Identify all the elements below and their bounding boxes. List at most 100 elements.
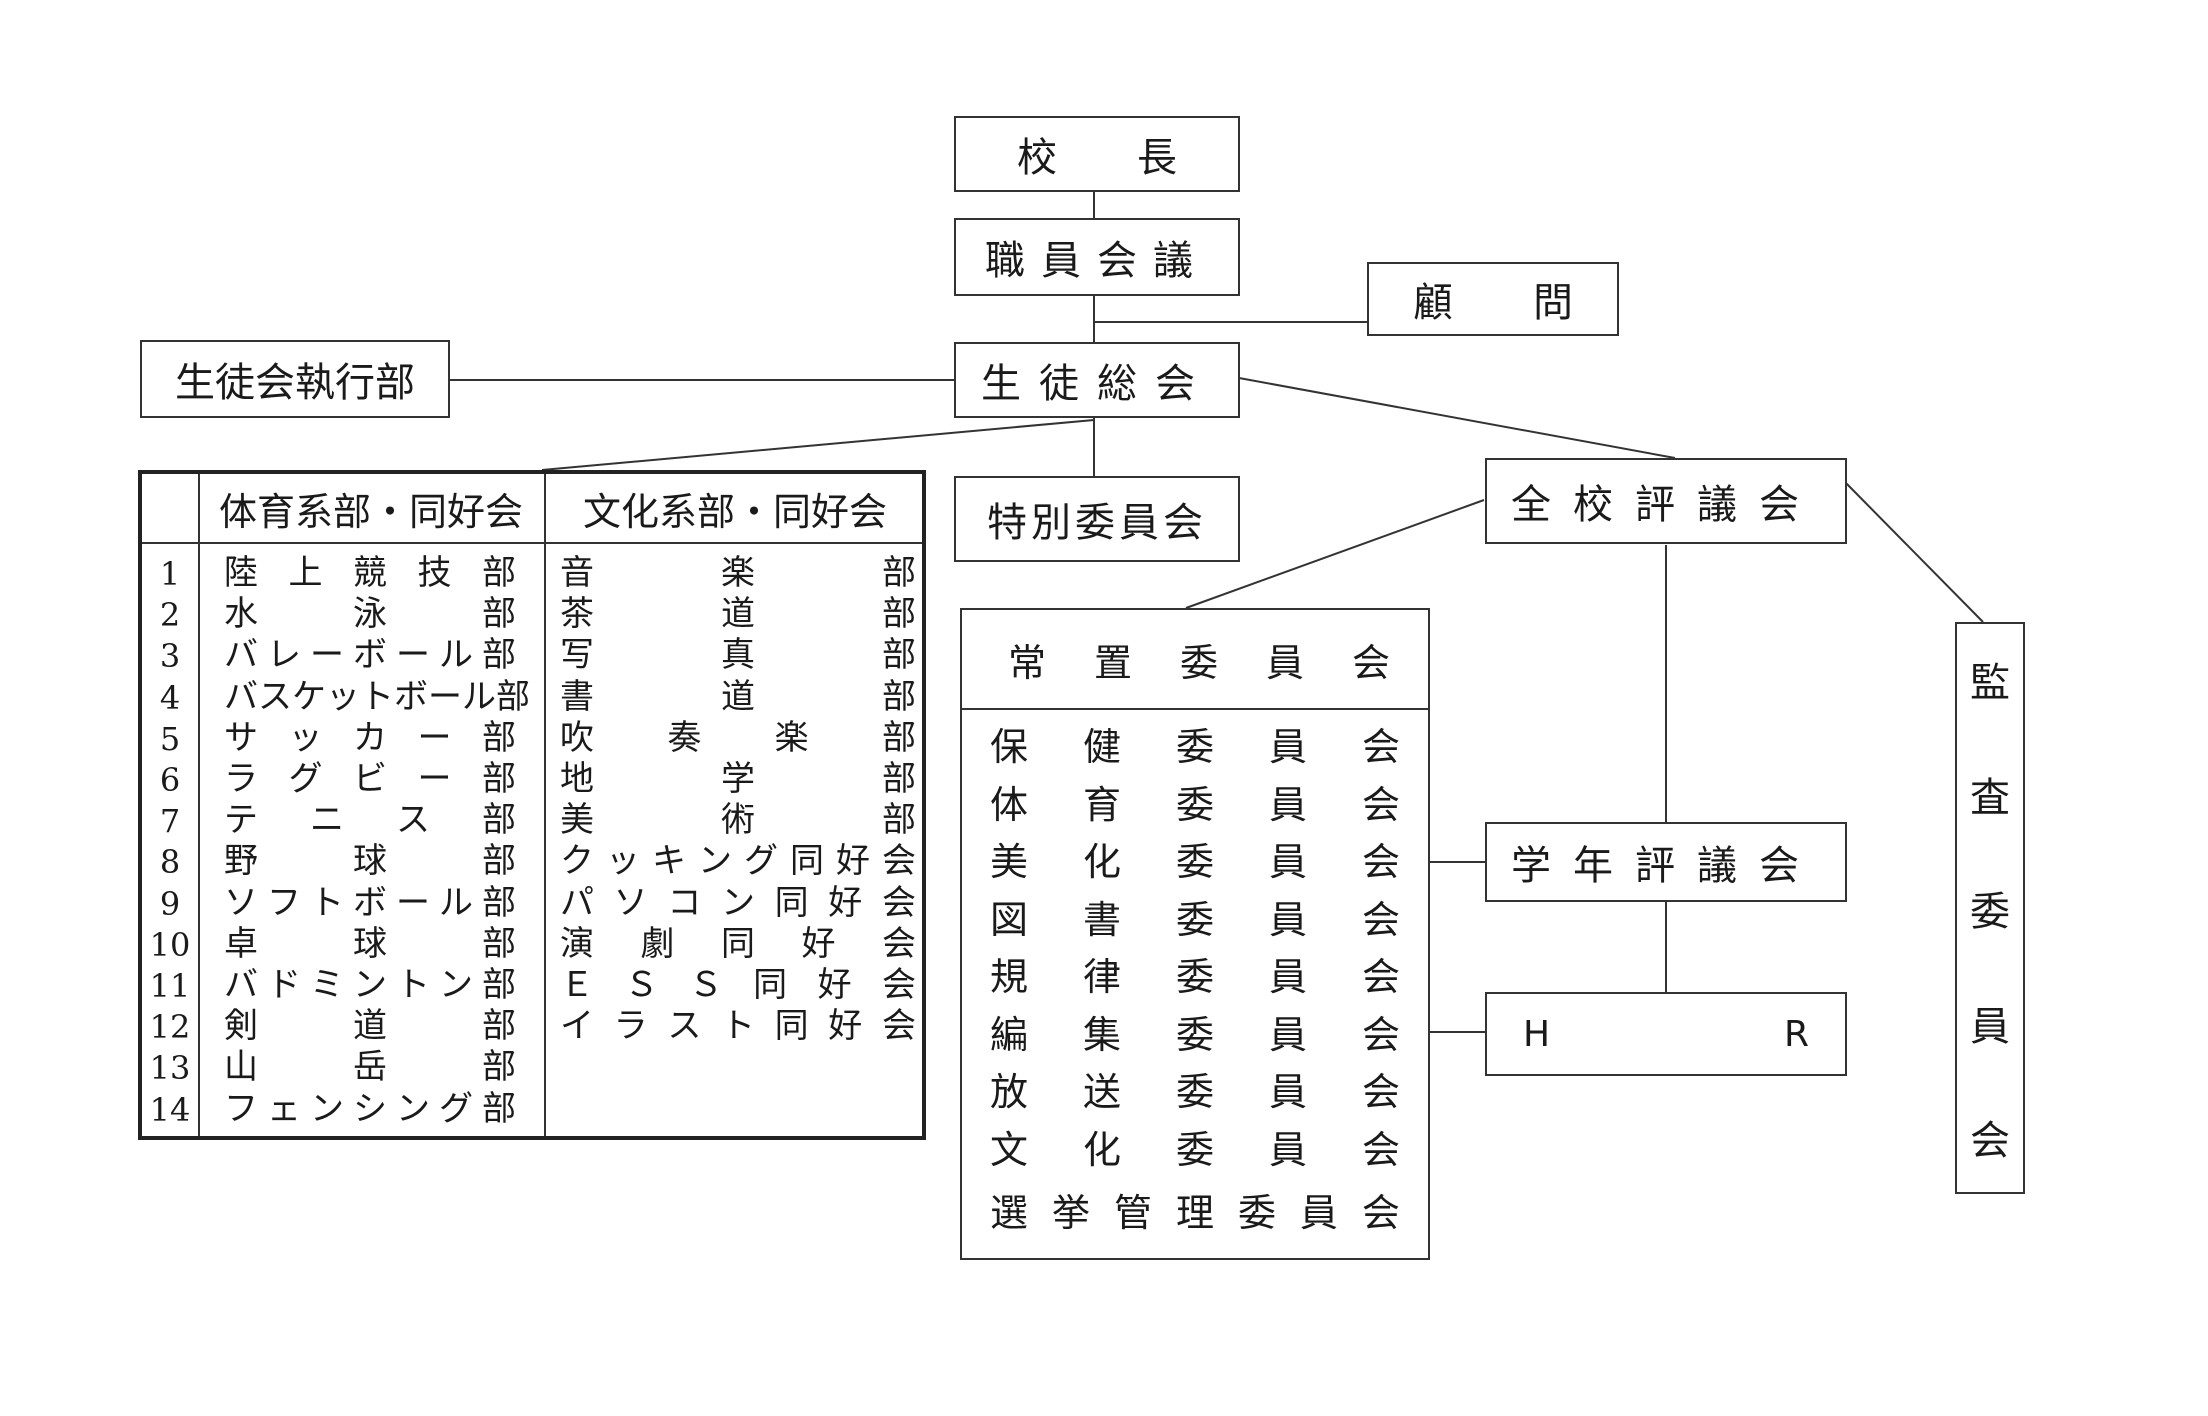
standing-item-char: 編 <box>990 1012 1029 1057</box>
standing-committee-item: 規律委員会 <box>990 958 1400 996</box>
club-char: 美 <box>560 800 594 841</box>
club-char: ン <box>439 965 473 1005</box>
club-char: フ <box>267 882 301 923</box>
culture-club-name: パソコン同好会 <box>560 886 916 920</box>
homeroom-letter-h: H <box>1523 1013 1551 1055</box>
standing-item-char: 律 <box>1082 955 1121 999</box>
club-char: 楽 <box>721 553 755 593</box>
club-char: バ <box>224 676 258 717</box>
club-char: 競 <box>353 553 387 593</box>
row-number: 13 <box>149 1049 191 1088</box>
standing-item-char: 理 <box>1175 1191 1214 1235</box>
sports-header: 体育系部・同好会 <box>218 489 523 534</box>
sports-club-name: ラグビー部 <box>224 762 516 796</box>
standing-item-char: 会 <box>1361 782 1400 827</box>
club-char: 部 <box>482 635 516 676</box>
standing-item-char: 員 <box>1268 955 1307 999</box>
club-char: 部 <box>482 800 516 841</box>
club-char: ラ <box>224 759 258 799</box>
club-char: ッ <box>288 717 323 758</box>
club-char: 水 <box>224 594 258 635</box>
club-char: テ <box>224 800 258 841</box>
culture-club-name: 写真部 <box>560 638 916 672</box>
standing-item-char: 員 <box>1268 725 1307 769</box>
standing-item-char: 委 <box>1175 1012 1214 1057</box>
staff-meeting-box: 職員会議 <box>954 218 1240 296</box>
standing-committee-item: 保健委員会 <box>990 728 1400 766</box>
grade-council-box: 学年評議会 <box>1485 822 1847 902</box>
standing-item-char: 化 <box>1082 1127 1121 1172</box>
standing-item-char: 会 <box>1361 1070 1400 1114</box>
sports-club-name: サッカー部 <box>224 721 516 755</box>
club-char: 会 <box>882 923 916 964</box>
audit-char: 会 <box>1970 1118 2010 1164</box>
club-char: 部 <box>882 594 916 635</box>
club-char: 会 <box>882 841 916 882</box>
row-number: 4 <box>159 678 181 717</box>
club-char: ェ <box>267 1088 301 1129</box>
club-char: ル <box>439 635 473 676</box>
standing-title-char: 置 <box>1093 641 1132 685</box>
club-char: 部 <box>882 553 916 593</box>
sports-club-name: 陸上競技部 <box>224 556 516 590</box>
row-number: 10 <box>149 925 191 964</box>
club-char: 野 <box>224 841 258 882</box>
standing-item-char: 委 <box>1175 840 1214 884</box>
club-char: カ <box>353 717 387 758</box>
club-char: ソ <box>224 882 258 923</box>
culture-header: 文化系部・同好会 <box>582 489 887 534</box>
club-char: 部 <box>482 841 516 882</box>
club-char: ー <box>428 676 462 717</box>
club-char: 奏 <box>667 717 702 758</box>
table-divider <box>544 474 546 1136</box>
standing-item-char: 員 <box>1268 840 1307 884</box>
club-char: 同 <box>721 923 755 964</box>
culture-club-name: 茶道部 <box>560 597 916 631</box>
standing-item-char: 員 <box>1268 782 1307 827</box>
standing-item-char: 体 <box>990 782 1029 827</box>
executive-box: 生徒会執行部 <box>140 340 450 418</box>
club-char: 吹 <box>560 717 594 758</box>
club-char: ト <box>396 965 430 1005</box>
standing-item-char: 委 <box>1175 955 1214 999</box>
club-char: 部 <box>482 1088 516 1129</box>
club-char: 岳 <box>353 1047 387 1088</box>
row-number: 11 <box>149 967 191 1005</box>
club-char: ニ <box>310 800 344 841</box>
school-council-label: 全校評議会 <box>1511 482 1821 528</box>
standing-item-char: 会 <box>1361 1012 1400 1057</box>
audit-char: 委 <box>1970 889 2010 935</box>
standing-item-char: 委 <box>1175 897 1214 942</box>
sports-club-name: 野球部 <box>224 844 516 878</box>
club-char: バ <box>224 635 258 676</box>
executive-label: 生徒会執行部 <box>175 360 415 406</box>
standing-title-char: 員 <box>1265 641 1304 685</box>
club-char: 部 <box>482 882 516 923</box>
club-char: ン <box>720 882 755 923</box>
club-char: キ <box>652 841 686 882</box>
standing-item-char: 委 <box>1175 725 1214 769</box>
standing-item-char: 化 <box>1082 840 1121 884</box>
club-char: ン <box>353 965 387 1005</box>
club-char: 楽 <box>774 717 809 758</box>
row-number: 7 <box>159 802 181 841</box>
club-char: Ｓ <box>624 965 659 1005</box>
club-char: 泳 <box>353 594 387 635</box>
club-char: 劇 <box>640 923 675 964</box>
standing-item-char: 図 <box>990 897 1029 942</box>
club-char: 部 <box>482 594 516 635</box>
club-char: 同 <box>753 965 788 1005</box>
standing-item-char: 放 <box>990 1070 1029 1114</box>
club-char: ル <box>439 882 473 923</box>
club-char: 部 <box>882 676 916 717</box>
culture-club-name: 吹奏楽部 <box>560 721 916 755</box>
club-char: ン <box>698 841 732 882</box>
